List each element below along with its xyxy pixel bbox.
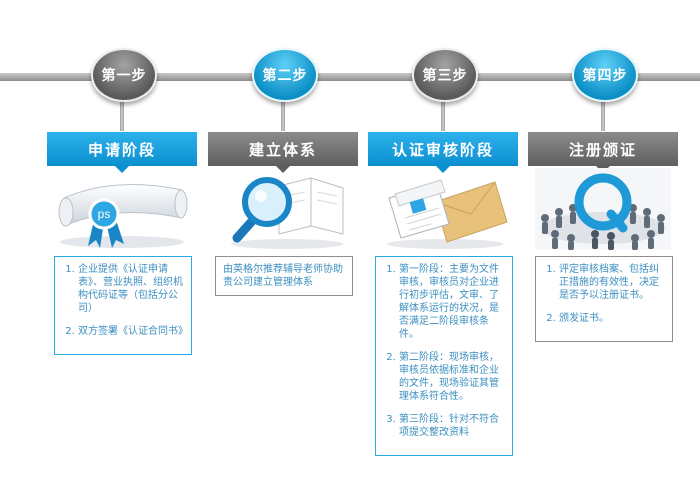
- step-1-badge: 第一步: [91, 48, 157, 102]
- timeline-bar: [0, 73, 700, 81]
- step-1-title: 申请阶段: [47, 132, 197, 166]
- list-item: 第三阶段：针对不符合项提交整改资料: [399, 413, 505, 439]
- step-2-paragraph: 由英格尔推荐辅导老师协助贵公司建立管理体系: [223, 264, 343, 288]
- step-2: 第二步 建立体系 由英格尔推荐辅导老师协助贵公司建立管理体系: [208, 0, 358, 500]
- step-3-title: 认证审核阶段: [368, 132, 518, 166]
- step-2-details: 由英格尔推荐辅导老师协助贵公司建立管理体系: [215, 256, 353, 296]
- step-1-pointer: [115, 166, 129, 173]
- step-2-pointer: [276, 166, 290, 173]
- svg-text:ps: ps: [98, 207, 111, 221]
- step-2-title: 建立体系: [208, 132, 358, 166]
- list-item: 企业提供《认证申请表》、营业执照、组织机构代码证等（包括分公司）: [78, 263, 184, 315]
- list-item: 颁发证书。: [559, 312, 665, 325]
- step-3-pointer: [436, 166, 450, 173]
- step-1: 第一步 申请阶段 ps 企业提供《认证申请表》、营业执照、组织机构代码证等（包括…: [47, 0, 197, 500]
- step-1-connector: [120, 95, 124, 131]
- list-item: 第一阶段：主要为文件审核，审核员对企业进行初步评估，文审、了解体系运行的状况，是…: [399, 263, 505, 341]
- step-3-connector: [441, 95, 445, 131]
- step-4-badge: 第四步: [572, 48, 638, 102]
- list-item: 评定审核档案、包括纠正措施的有效性，决定是否予以注册证书。: [559, 263, 665, 302]
- documents-envelope-icon: [375, 168, 511, 250]
- step-3-details: 第一阶段：主要为文件审核，审核员对企业进行初步评估，文审、了解体系运行的状况，是…: [375, 256, 513, 456]
- list-item: 第二阶段：现场审核，审核员依据标准和企业的文件，现场验证其管理体系符合性。: [399, 351, 505, 403]
- list-item: 双方签署《认证合同书》: [78, 325, 188, 338]
- step-1-details: 企业提供《认证申请表》、营业执照、组织机构代码证等（包括分公司） 双方签署《认证…: [54, 256, 192, 355]
- step-4: 第四步 注册颁证: [528, 0, 678, 500]
- magnifier-book-icon: [215, 168, 351, 250]
- step-2-badge: 第二步: [252, 48, 318, 102]
- step-4-title: 注册颁证: [528, 132, 678, 166]
- step-4-details: 评定审核档案、包括纠正措施的有效性，决定是否予以注册证书。 颁发证书。: [535, 256, 673, 342]
- step-2-connector: [281, 95, 285, 131]
- step-3: 第三步 认证审核阶段 第一阶段：主要为文件审核，审核员对企业进行初步评估，文审、…: [368, 0, 518, 500]
- team-circle-q-icon: [535, 168, 671, 250]
- certificate-scroll-icon: ps: [54, 168, 190, 250]
- step-4-connector: [601, 95, 605, 131]
- step-3-badge: 第三步: [412, 48, 478, 102]
